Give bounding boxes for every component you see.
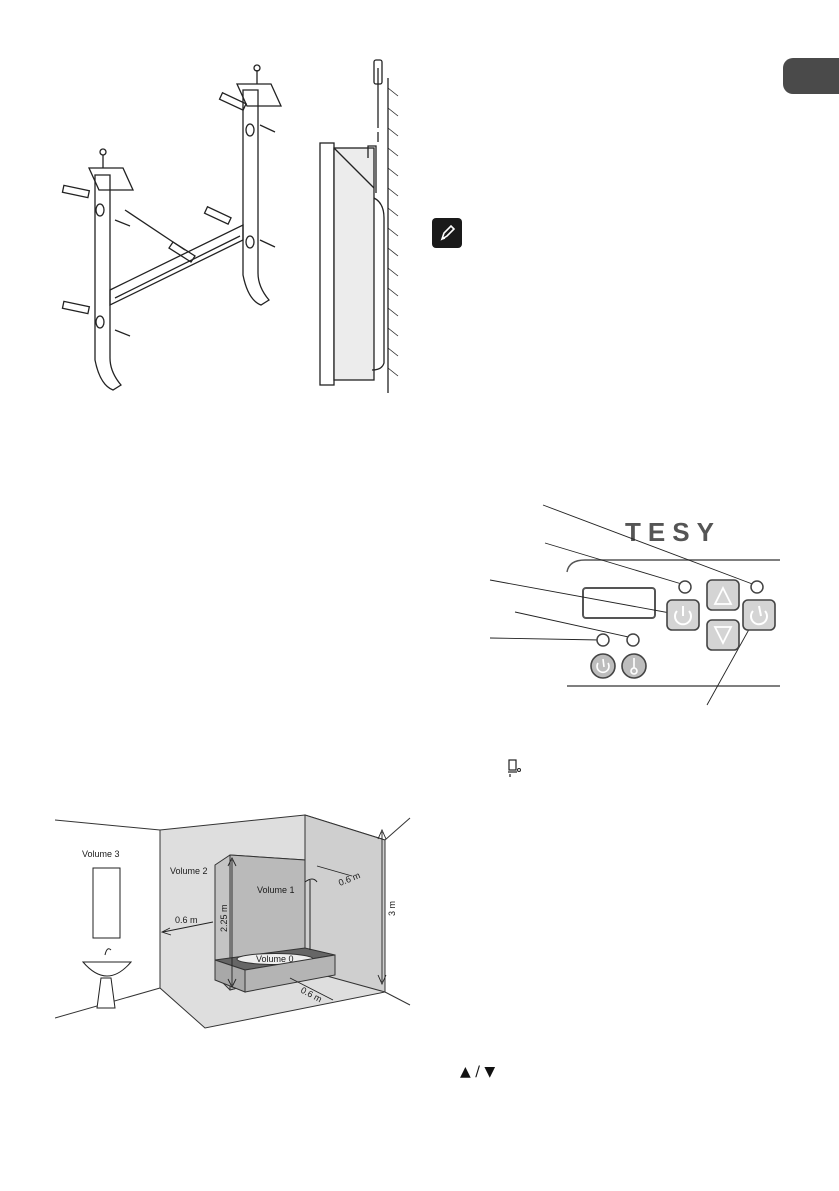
water-heater-icon bbox=[506, 758, 522, 781]
label-volume-0: Volume 0 bbox=[256, 954, 294, 964]
label-volume-1: Volume 1 bbox=[257, 885, 295, 895]
up-down-glyphs: ▲ / ▼ bbox=[460, 1064, 496, 1080]
mounting-bracket-illustration bbox=[61, 64, 283, 391]
label-left-clearance: 0.6 m bbox=[175, 915, 198, 925]
arrow-down-icon bbox=[713, 626, 733, 646]
label-volume-2: Volume 2 bbox=[170, 866, 208, 876]
label-shower-height: 2.25 m bbox=[219, 904, 229, 932]
eco-button[interactable] bbox=[590, 653, 616, 679]
mode-icon bbox=[750, 605, 768, 626]
arrow-up-button[interactable] bbox=[706, 579, 740, 611]
arrow-up-icon bbox=[713, 585, 733, 605]
power-icon bbox=[674, 606, 692, 626]
arrow-down-button[interactable] bbox=[706, 619, 740, 651]
eco-icon bbox=[596, 658, 610, 674]
thermometer-button[interactable] bbox=[621, 653, 647, 679]
bathroom-zones-diagram: Volume 3 Volume 2 Volume 1 Volume 0 0.6 … bbox=[55, 814, 411, 1029]
control-panel-diagram: TESY bbox=[489, 504, 780, 706]
label-room-height: 3 m bbox=[387, 901, 397, 916]
heater-side-view bbox=[319, 59, 399, 393]
mode-button[interactable] bbox=[742, 599, 776, 631]
power-button[interactable] bbox=[666, 599, 700, 631]
language-tab bbox=[783, 58, 839, 94]
thermometer-icon bbox=[630, 658, 638, 675]
pencil-icon bbox=[432, 218, 462, 248]
label-volume-3: Volume 3 bbox=[82, 849, 120, 859]
brand-logo: TESY bbox=[625, 517, 721, 547]
